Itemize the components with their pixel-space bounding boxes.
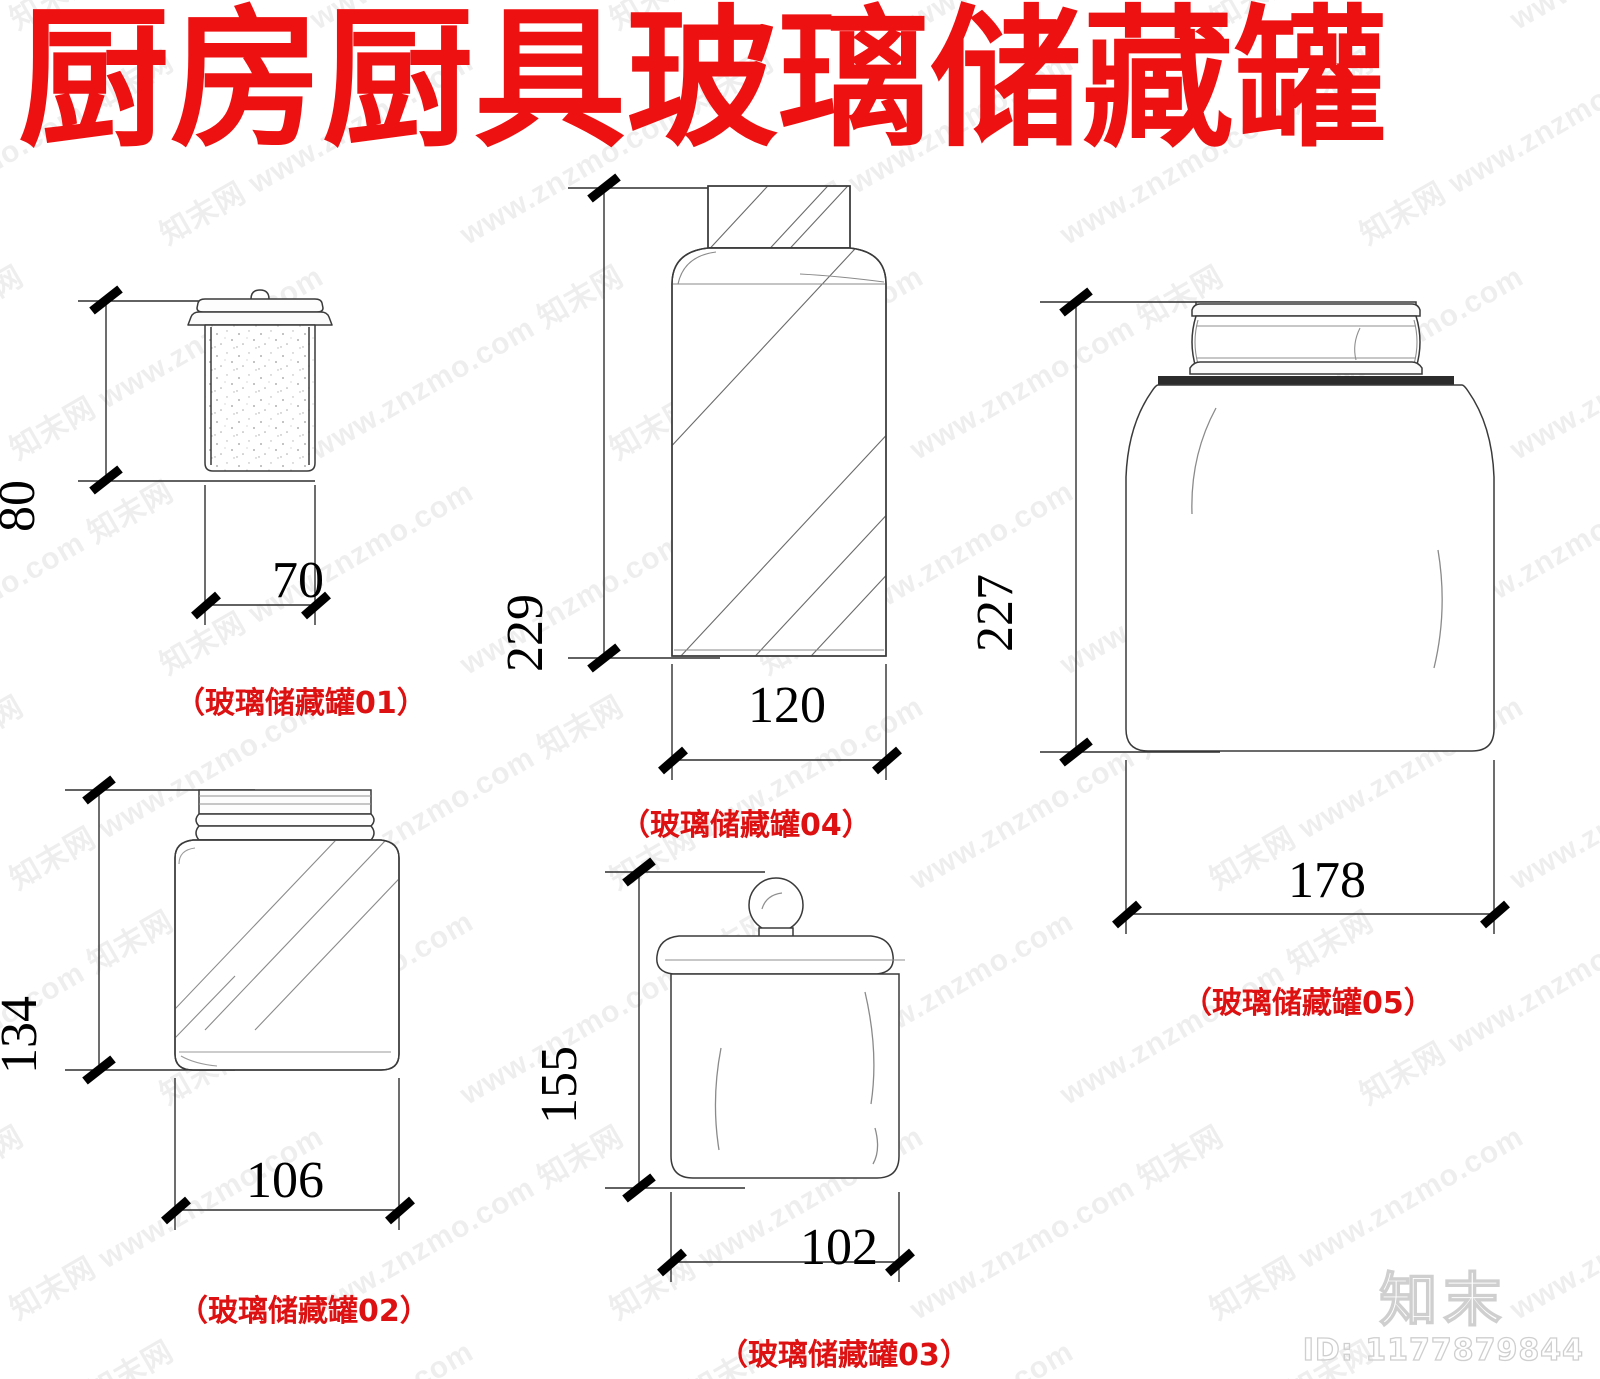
jar-01-height-value: 80: [0, 480, 46, 532]
watermark-text: 知末网 www.znzmo.com: [1354, 44, 1600, 252]
jar-04-height-value: 229: [497, 594, 554, 672]
page-title: 厨房厨具玻璃储藏罐: [18, 0, 1386, 168]
jar-05-caption: （玻璃储藏罐05）: [1182, 986, 1434, 1021]
resource-id-label: ID: 1177879844: [1302, 1332, 1584, 1368]
watermark-text: 知末网 www.znzmo.com: [150, 1327, 480, 1379]
jar-04-width-value: 120: [748, 677, 826, 734]
watermark-text: www.znzmo.com 知末网: [0, 1119, 30, 1327]
jar-03-width-value: 102: [800, 1219, 878, 1276]
jar-05-height-value: 227: [967, 574, 1024, 652]
watermark-text: www.znzmo.com 知末网: [0, 689, 30, 897]
jar-02-height-value: 134: [0, 996, 48, 1074]
jar-04-drawing-group: [560, 173, 980, 800]
jar-05-width-value: 178: [1288, 852, 1366, 909]
jar-02-caption: （玻璃储藏罐02）: [178, 1294, 430, 1329]
watermark-text: www.znzmo.com 知末网: [1500, 0, 1600, 38]
brand-block: 知末 ID: 1177879844: [1302, 1266, 1584, 1369]
jar-01-caption: （玻璃储藏罐01）: [175, 686, 427, 721]
znmo-logo: 知末: [1379, 1266, 1508, 1334]
jar-02-drawing-group: [55, 775, 515, 1280]
jar-03-caption: （玻璃储藏罐03）: [718, 1338, 970, 1373]
jar-02-width-value: 106: [246, 1152, 324, 1209]
watermark-text: www.znzmo.com 知末网: [0, 1327, 180, 1379]
jar-05-gasket-band: [1158, 376, 1454, 385]
jar-03-drawing-group: [595, 857, 1035, 1282]
jar-01-drawing-group: [60, 285, 480, 655]
jar-05-drawing-group: [1030, 287, 1590, 990]
jar-03-height-value: 155: [531, 1046, 588, 1124]
watermark-text: www.znzmo.com 知末网: [0, 259, 30, 467]
jar-01-width-value: 70: [272, 552, 324, 609]
jar-04-caption: （玻璃储藏罐04）: [620, 808, 872, 843]
